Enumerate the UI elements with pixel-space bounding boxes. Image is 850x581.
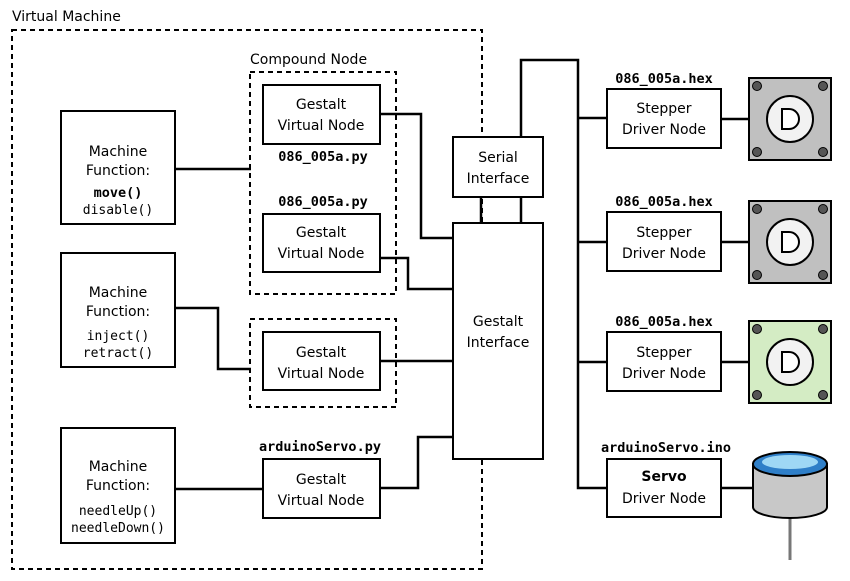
gestalt-interface-label: Interface: [467, 335, 530, 351]
gestalt-interface-label: Gestalt: [473, 314, 524, 330]
virtual-machine-title: Virtual Machine: [12, 9, 121, 25]
virtual-node-label: Virtual Node: [278, 366, 365, 382]
virtual-node-label: Virtual Node: [278, 118, 365, 134]
virtual-node-label: Gestalt: [296, 225, 347, 241]
machine-function-title: Machine: [89, 285, 148, 301]
virtual-node-label: Virtual Node: [278, 246, 365, 262]
stepper-motor-icon: [748, 320, 832, 404]
machine-function-subtitle: Function:: [86, 304, 150, 320]
driver-node-3: 086_005a.hex Stepper Driver Node: [606, 314, 722, 392]
function-disable: disable(): [83, 203, 153, 218]
machine-function-box-3: Machine Function: needleUp() needleDown(…: [60, 427, 176, 544]
driver-node-label: Stepper: [636, 225, 691, 241]
virtual-node-file: 086_005a.py: [278, 194, 367, 210]
compound-node-label: Compound Node: [250, 52, 367, 68]
function-inject: inject(): [87, 329, 150, 344]
driver-node-file: 086_005a.hex: [615, 194, 713, 210]
serial-interface-box: Serial Interface: [452, 136, 544, 198]
driver-node-2: 086_005a.hex Stepper Driver Node: [606, 194, 722, 272]
compound-node-boundary-1: [249, 71, 397, 295]
driver-node-label: Driver Node: [622, 491, 706, 507]
serial-interface-label: Serial: [478, 150, 518, 166]
virtual-node-label: Virtual Node: [278, 493, 365, 509]
function-move: move(): [94, 185, 143, 201]
machine-function-box-1: Machine Function: move() disable(): [60, 110, 176, 225]
serial-interface-label: Interface: [467, 171, 530, 187]
driver-node-file: arduinoServo.ino: [601, 440, 731, 456]
driver-node-label: Servo: [641, 469, 687, 485]
driver-node-file: 086_005a.hex: [615, 314, 713, 330]
machine-function-title: Machine: [89, 459, 148, 475]
driver-node-label: Stepper: [636, 101, 691, 117]
driver-node-file: 086_005a.hex: [615, 71, 713, 87]
function-needleup: needleUp(): [79, 504, 157, 519]
driver-node-1: 086_005a.hex Stepper Driver Node: [606, 71, 722, 149]
virtual-node-file: arduinoServo.py: [259, 439, 381, 455]
driver-node-label: Driver Node: [622, 246, 706, 262]
stepper-motor-icon: [748, 200, 832, 284]
connection-wires: [175, 58, 753, 491]
gestalt-interface-box: Gestalt Interface: [452, 222, 544, 460]
compound-node-boundary-2: [249, 318, 397, 408]
virtual-node-4: arduinoServo.py Gestalt Virtual Node: [259, 439, 381, 519]
machine-function-title: Machine: [89, 144, 148, 160]
virtual-node-label: Gestalt: [296, 97, 347, 113]
virtual-node-file: 086_005a.py: [278, 149, 367, 165]
machine-function-box-2: Machine Function: inject() retract(): [60, 252, 176, 368]
stepper-motor-icon: [748, 77, 832, 161]
virtual-node-3: Gestalt Virtual Node: [262, 331, 381, 391]
function-needledown: needleDown(): [71, 521, 165, 536]
driver-node-label: Stepper: [636, 345, 691, 361]
machine-function-subtitle: Function:: [86, 163, 150, 179]
virtual-node-label: Gestalt: [296, 472, 347, 488]
driver-node-4: arduinoServo.ino Servo Driver Node: [601, 440, 731, 518]
machine-function-subtitle: Function:: [86, 478, 150, 494]
virtual-node-label: Gestalt: [296, 345, 347, 361]
servo-motor-icon: [752, 451, 828, 560]
virtual-node-2: 086_005a.py Gestalt Virtual Node: [262, 194, 381, 273]
driver-node-label: Driver Node: [622, 366, 706, 382]
virtual-node-1: Gestalt Virtual Node 086_005a.py: [262, 84, 381, 165]
driver-node-label: Driver Node: [622, 122, 706, 138]
function-retract: retract(): [83, 346, 153, 361]
